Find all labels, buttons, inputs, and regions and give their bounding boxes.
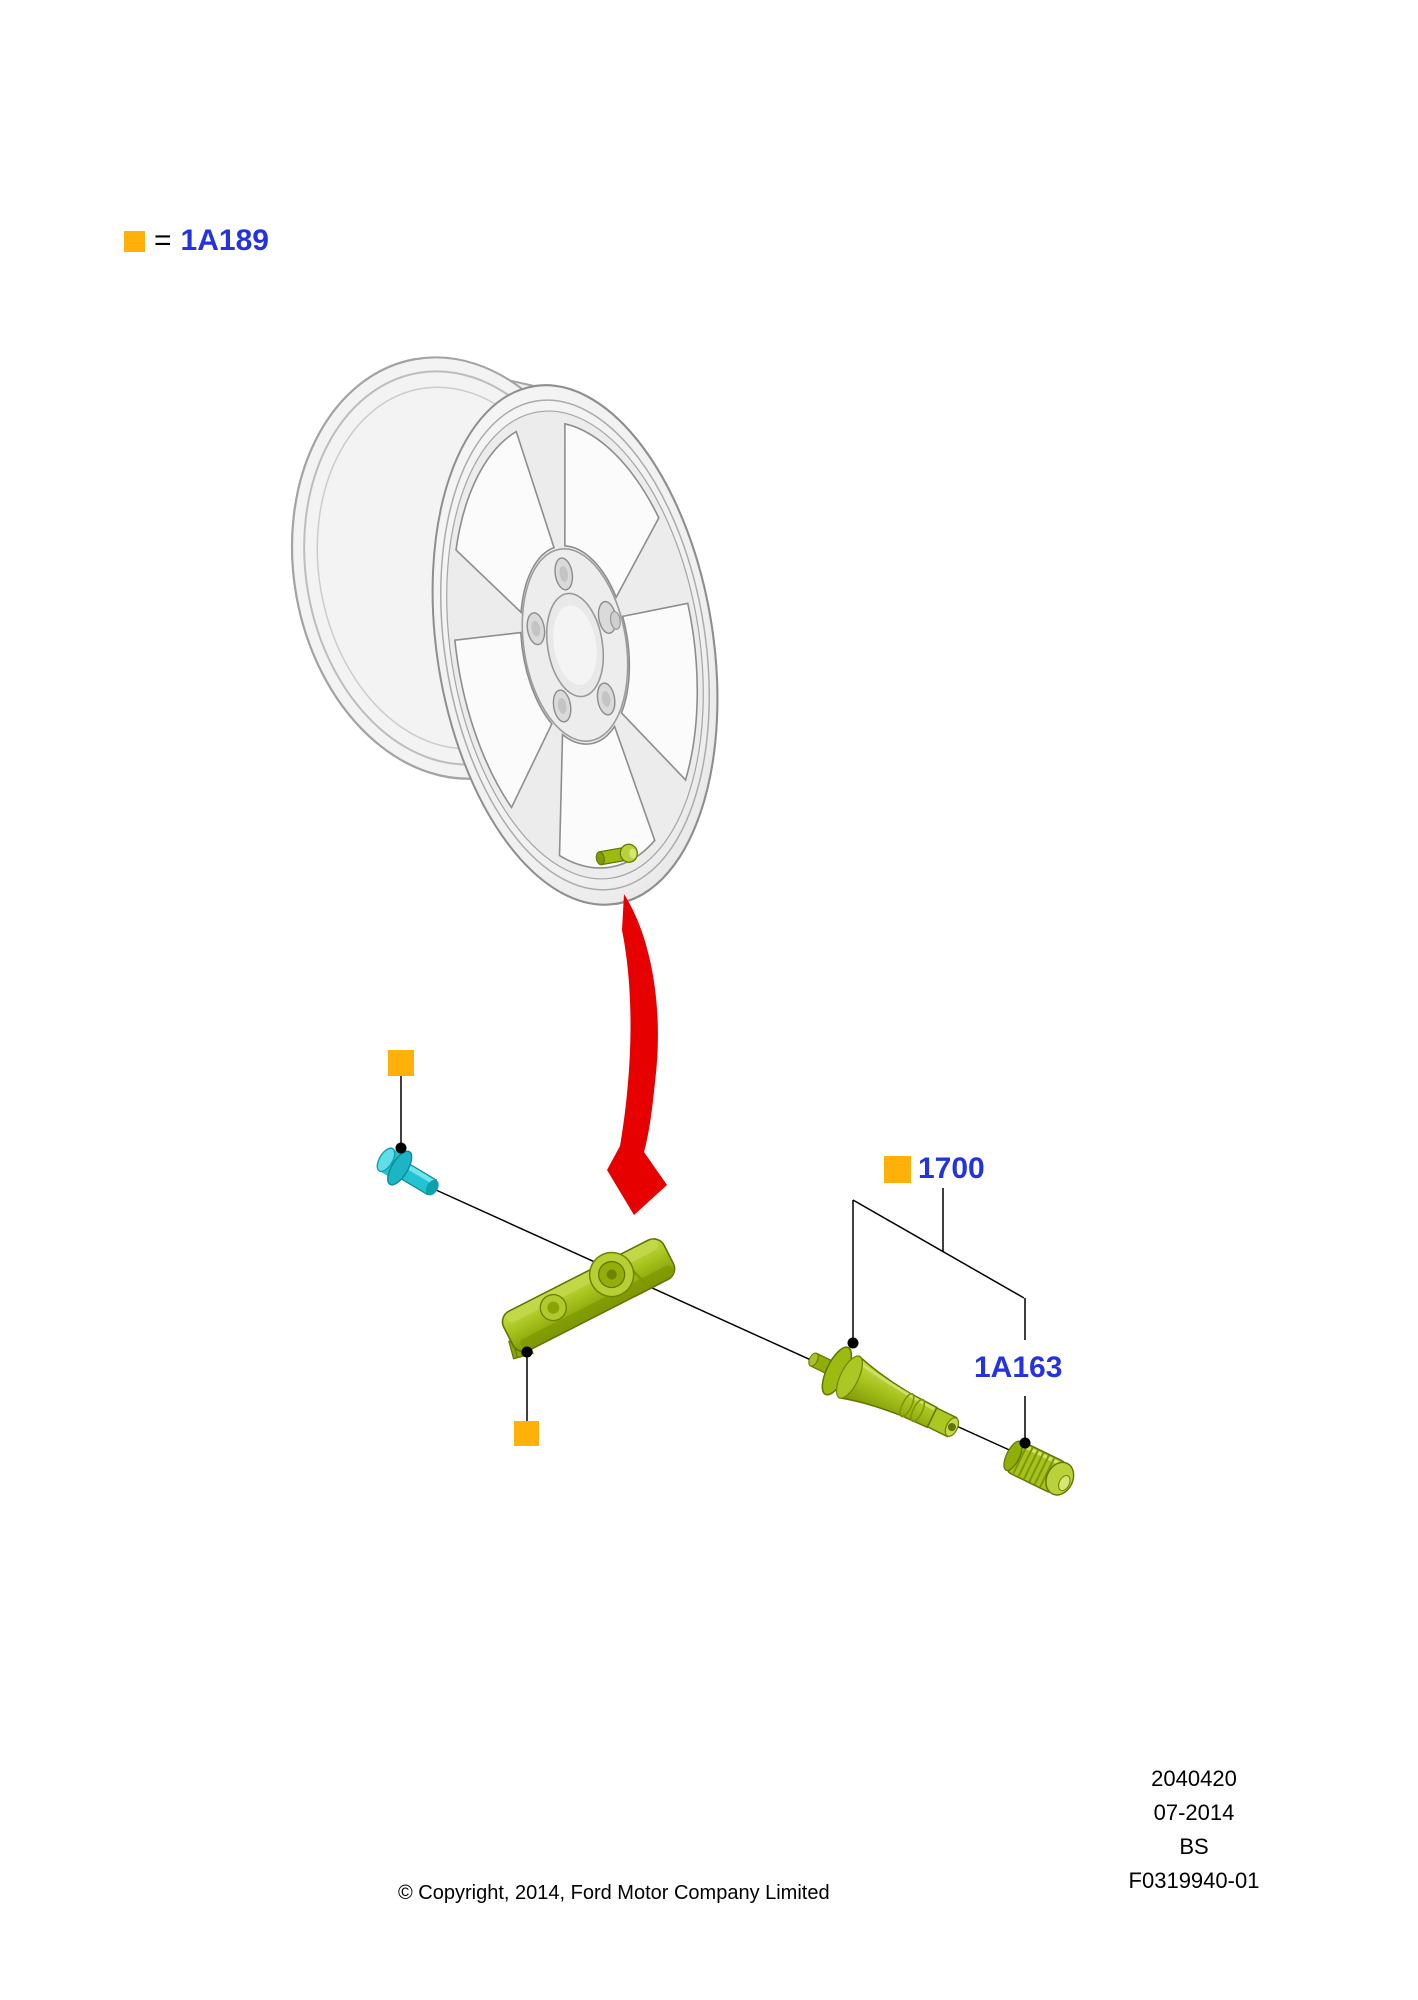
wheel-face bbox=[398, 365, 753, 926]
legend-equals: = bbox=[154, 224, 172, 257]
orange-square-icon[interactable] bbox=[884, 1155, 911, 1183]
doc-number: 2040420 bbox=[1151, 1766, 1237, 1791]
wheel-valve-installed bbox=[595, 843, 638, 866]
legend-part-code-text[interactable]: 1A189 bbox=[180, 224, 269, 257]
tpms-sensor bbox=[501, 1238, 676, 1360]
copyright-line: © Copyright, 2014, Ford Motor Company Li… bbox=[398, 1882, 830, 1904]
wheel-lug-nuts bbox=[517, 550, 634, 725]
valve-stem bbox=[808, 1346, 960, 1438]
legend-part-code: = 1A189 bbox=[124, 226, 269, 256]
leader-dots bbox=[395, 1142, 1031, 1449]
callout-1a163: 1A163 bbox=[974, 1353, 1062, 1383]
callout-1700-text[interactable]: 1700 bbox=[918, 1152, 985, 1185]
document-info-block: 2040420 07-2014 BS F0319940-01 bbox=[1094, 1762, 1294, 1898]
valve-cap bbox=[1003, 1440, 1075, 1496]
callout-1700: 1700 bbox=[884, 1154, 985, 1184]
doc-revision: BS bbox=[1179, 1834, 1209, 1859]
leader-lines bbox=[400, 1076, 1026, 1454]
figure-id: F0319940-01 bbox=[1128, 1868, 1260, 1893]
screw-marker-square[interactable] bbox=[388, 1050, 414, 1076]
tpms-screw bbox=[376, 1147, 439, 1196]
doc-date: 07-2014 bbox=[1153, 1800, 1235, 1825]
alloy-wheel bbox=[290, 356, 753, 926]
sensor-marker-square[interactable] bbox=[514, 1421, 539, 1446]
orange-square-icon[interactable] bbox=[124, 230, 145, 252]
red-arrow bbox=[607, 894, 667, 1215]
callout-1a163-text[interactable]: 1A163 bbox=[974, 1351, 1063, 1384]
